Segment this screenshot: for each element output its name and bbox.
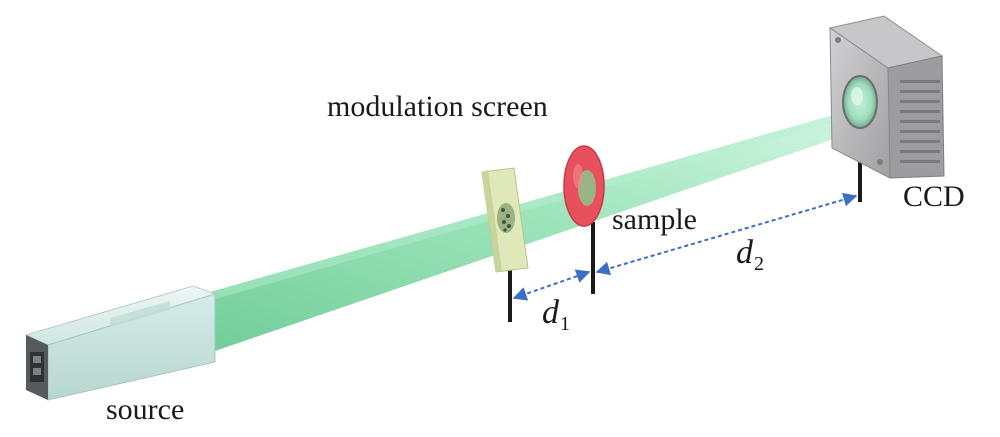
- modulation-screen-label: modulation screen: [327, 90, 548, 123]
- source-label: source: [106, 393, 185, 426]
- sample-disc: [563, 145, 605, 294]
- sample-post: [591, 222, 595, 294]
- distance-d1-subscript: 1: [560, 313, 570, 335]
- light-beam: [210, 108, 866, 352]
- modulation-screen-post: [508, 250, 512, 322]
- distance-d2-arrow: [595, 192, 858, 276]
- distance-d2-label: d2: [736, 234, 764, 275]
- source-device: [24, 285, 217, 401]
- distance-d1-arrow: [512, 269, 591, 301]
- sample-label: sample: [612, 203, 697, 236]
- distance-d1-label: d1: [542, 294, 570, 335]
- distance-d2-subscript: 2: [754, 253, 764, 275]
- ccd-post: [858, 146, 862, 202]
- ccd-label: CCD: [903, 180, 965, 213]
- ccd-camera: [828, 15, 945, 202]
- modulation-screen: [481, 167, 529, 322]
- distance-d1-symbol: d: [542, 294, 559, 331]
- distance-d2-symbol: d: [736, 234, 753, 271]
